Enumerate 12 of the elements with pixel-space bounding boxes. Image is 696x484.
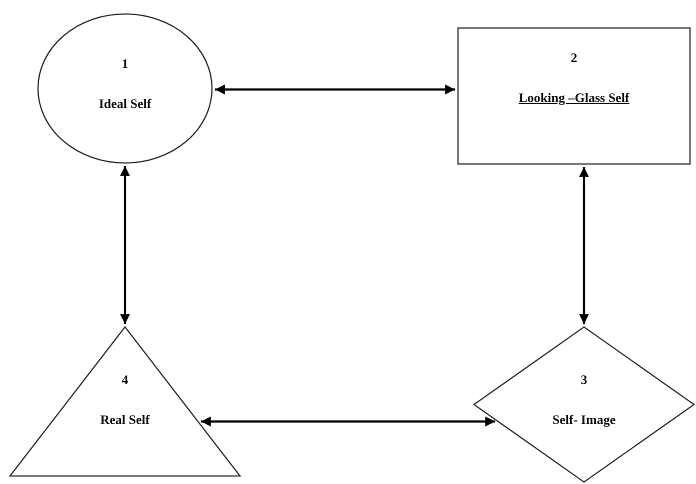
node-number: 2 (570, 50, 578, 66)
node-number: 4 (122, 372, 128, 388)
node-label: Looking –Glass Self (518, 90, 630, 106)
node-label: Ideal Self (98, 96, 152, 112)
double-arrow (215, 84, 455, 94)
double-arrow (120, 166, 130, 324)
double-arrow (200, 416, 496, 426)
node-label: Self- Image (552, 412, 616, 428)
node-number: 3 (580, 372, 588, 388)
node-label: Real Self (100, 412, 150, 428)
node-number: 1 (122, 56, 128, 72)
double-arrow (579, 167, 589, 324)
